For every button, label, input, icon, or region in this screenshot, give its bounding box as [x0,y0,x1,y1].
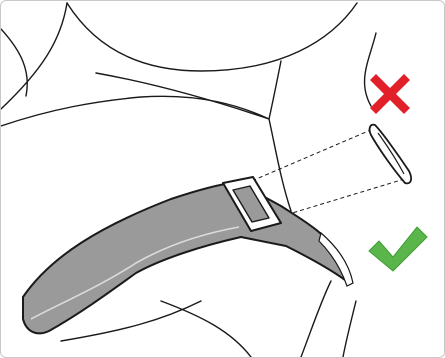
arm-line [365,33,376,106]
lower-body-line [301,281,331,357]
x-mark-icon [370,74,410,114]
bottom-fold [161,301,251,357]
lower-right-line [343,301,356,357]
detached-buckle [370,125,411,184]
strap [23,182,353,333]
torso-edge [269,119,291,211]
torso-edge-upper [269,61,281,119]
seam-line [96,73,269,119]
shoulder-outline [1,3,67,109]
chest-line [1,96,269,126]
collar-line [67,3,357,71]
check-mark-icon [369,227,427,271]
